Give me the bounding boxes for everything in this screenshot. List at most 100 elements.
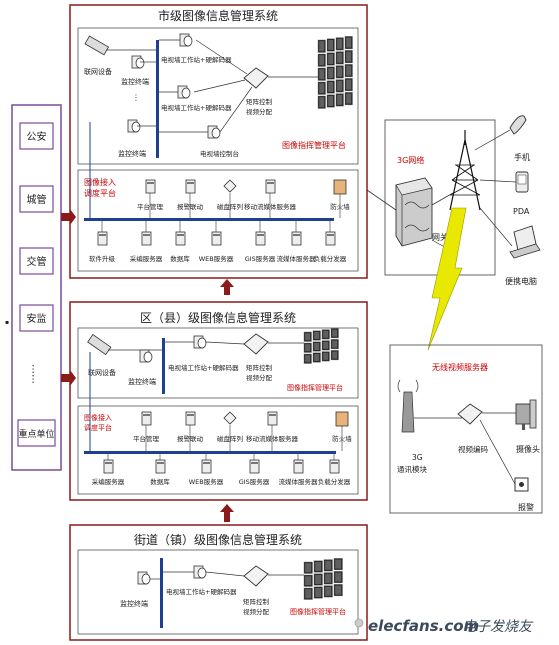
server-icon — [185, 411, 196, 426]
district-platform-label: 图像指挥管理平台 — [287, 383, 343, 392]
server-slot — [295, 462, 302, 464]
video-wall-screen-glare — [346, 37, 352, 48]
video-wall-screen-glare — [315, 588, 322, 597]
video-encoder-icon — [457, 403, 483, 425]
video-wall-screen-glare — [305, 589, 312, 599]
watermark-cn: 电子发烧友 — [462, 619, 534, 635]
district-monitor-terminal-label: 监控终端 — [128, 377, 156, 386]
city-tvwall-console-icon — [207, 125, 221, 139]
video-wall-screen-glare — [325, 573, 332, 583]
video-wall-screen — [313, 586, 323, 599]
street-monitor-terminal-icon — [137, 571, 151, 585]
video-wall-screen — [335, 37, 344, 51]
video-wall-screen-glare — [314, 332, 320, 339]
video-wall-screen — [312, 341, 321, 352]
server-icon — [325, 231, 336, 246]
district-system: 区（县）级图像信息管理系统 联网设备 监控终端 电视墙工作站+硬解码器 矩阵控制… — [69, 301, 368, 501]
district-frame — [69, 301, 368, 501]
sidebar-frame — [11, 104, 62, 471]
video-wall-screen — [303, 574, 313, 587]
server-icon — [185, 179, 196, 194]
video-wall-screen-glare — [337, 52, 343, 63]
server-slot — [105, 462, 112, 464]
video-wall-screen — [326, 66, 335, 80]
server-slot — [147, 182, 154, 184]
arrow-street-to-district — [220, 504, 234, 512]
city-tvwall-ws2-label: 电视墙工作站+硬解码器 — [161, 103, 232, 112]
video-wall-screen — [323, 585, 333, 598]
server-slot — [293, 234, 300, 236]
city-tvwall-ws1-icon — [179, 33, 193, 47]
sidebar-item-jiaoguan: 交管 — [27, 255, 47, 268]
video-wall-screen-glare — [332, 340, 338, 348]
server-slot — [269, 414, 276, 416]
city-to-gateway-link — [366, 189, 397, 211]
video-wall-screen-glare — [346, 51, 352, 62]
video-wall-screen — [303, 342, 312, 353]
video-wall-screen-glare — [319, 41, 325, 52]
video-wall-screen-glare — [314, 343, 320, 350]
street-matrix-label-1: 矩阵控制 — [243, 597, 270, 606]
camera-label: 摄像头 — [516, 444, 540, 454]
street-inner-box — [77, 549, 359, 635]
server-icon — [141, 411, 152, 426]
server-slot — [251, 462, 258, 464]
video-wall-screen — [312, 352, 321, 363]
street-monitor-terminal-label: 监控终端 — [120, 599, 148, 608]
video-wall-screen — [335, 65, 344, 79]
video-wall-screen — [344, 92, 353, 106]
server-slot — [143, 234, 150, 236]
district-access-top-label: 平台管理 — [133, 434, 160, 443]
video-wall-screen — [303, 331, 312, 342]
pda-label: PDA — [513, 207, 530, 216]
cell-tower-icon — [449, 130, 481, 211]
city-access-bottom-label: 负载分发器 — [314, 254, 347, 263]
server-slot — [213, 234, 220, 236]
video-wall-screen — [323, 572, 333, 585]
district-network-device-icon — [87, 334, 112, 356]
video-wall-screen — [344, 64, 353, 78]
video-wall-screen-glare — [346, 79, 352, 90]
server-icon — [255, 231, 266, 246]
module-label-2: 通讯模块 — [397, 464, 427, 474]
video-wall-screen-glare — [335, 572, 342, 582]
watermark-site: elecfans.com — [368, 617, 479, 635]
server-icon — [291, 231, 302, 246]
phone-icon — [509, 115, 527, 135]
server-icon — [265, 179, 276, 194]
video-wall-screen — [344, 50, 353, 64]
sidebar-item-ellipsis: …… — [30, 364, 41, 384]
wireless-server: 无线视频服务器 3G 通讯模块 视频编码 — [389, 344, 543, 514]
district-upper-bus — [162, 338, 165, 394]
server-slot — [257, 234, 264, 236]
district-matrix-label-1: 矩阵控制 — [246, 363, 273, 372]
video-wall-screen-glare — [315, 562, 322, 571]
video-wall-screen-glare — [328, 40, 334, 50]
antenna-icon — [397, 379, 419, 433]
video-wall-screen-glare — [328, 54, 334, 64]
district-access-bottom-label: 采编服务器 — [92, 477, 125, 486]
city-access-bottom-label: 流媒体服务器 — [277, 254, 317, 263]
sidebar-item-anjian: 安监 — [27, 312, 47, 325]
video-wall-screen-glare — [319, 97, 325, 108]
city-upper-box — [77, 27, 359, 165]
server-slot — [267, 182, 274, 184]
video-wall-screen-glare — [319, 83, 325, 94]
server-icon — [329, 459, 340, 474]
server-icon — [141, 231, 152, 246]
video-wall-screen-glare — [328, 96, 334, 106]
watermark-logo: elecfans.com 电子发烧友 — [354, 617, 534, 635]
city-matrix-icon — [243, 67, 269, 89]
video-wall-screen-glare — [319, 69, 325, 80]
video-wall-screen — [335, 93, 344, 107]
district-matrix-label-2: 视频分配 — [246, 373, 273, 382]
wireless-frame — [389, 344, 543, 514]
network-label: 3G网络 — [397, 155, 424, 165]
server-slot — [157, 462, 164, 464]
alarm-icon — [514, 477, 529, 492]
server-icon — [293, 459, 304, 474]
server-slot — [187, 414, 194, 416]
city-access-bottom-label: 数据库 — [170, 254, 190, 263]
video-wall-screen-glare — [332, 351, 338, 359]
city-access-bottom-label: 采编服务器 — [130, 254, 163, 263]
